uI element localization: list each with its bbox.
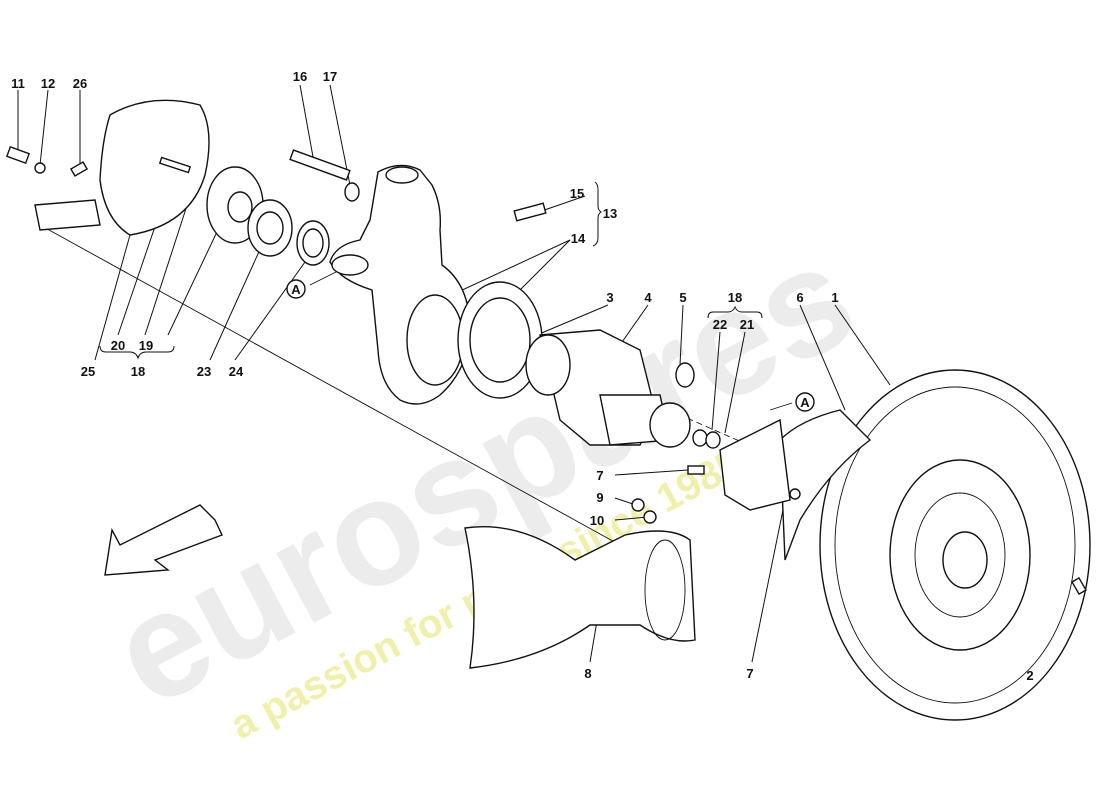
forward-direction-arrow <box>104 504 223 576</box>
section-marker-left-label: A <box>291 282 301 297</box>
section-marker-left: A <box>286 279 306 299</box>
callout-12: 12 <box>41 76 55 91</box>
callout-7-top: 7 <box>596 468 603 483</box>
callout-labels: 11 12 26 16 17 15 13 14 3 4 5 18 22 21 6… <box>11 69 1033 683</box>
section-marker-right-label: A <box>800 395 810 410</box>
callout-4: 4 <box>644 290 652 305</box>
callout-6: 6 <box>796 290 803 305</box>
sensor-ring-group <box>5 99 547 266</box>
callout-25: 25 <box>81 364 95 379</box>
callout-2: 2 <box>1026 668 1033 683</box>
callout-23: 23 <box>197 364 211 379</box>
callout-18-right: 18 <box>728 290 742 305</box>
callout-26: 26 <box>73 76 87 91</box>
callout-8: 8 <box>584 666 591 681</box>
callout-16: 16 <box>293 69 307 84</box>
brake-cooling-duct <box>464 525 696 669</box>
callout-7-bottom: 7 <box>746 666 753 681</box>
hub-carrier <box>329 164 543 405</box>
section-marker-right: A <box>795 392 815 412</box>
drive-flange <box>525 329 721 449</box>
callout-19: 19 <box>139 338 153 353</box>
callout-9: 9 <box>596 490 603 505</box>
callout-15: 15 <box>570 186 584 201</box>
callout-18-left: 18 <box>131 364 145 379</box>
callout-5: 5 <box>679 290 686 305</box>
callout-21: 21 <box>740 317 754 332</box>
callout-24: 24 <box>229 364 244 379</box>
callout-11: 11 <box>11 76 25 91</box>
callout-13: 13 <box>603 206 617 221</box>
brake-disc <box>631 369 1091 721</box>
callout-3: 3 <box>606 290 613 305</box>
callout-1: 1 <box>831 290 838 305</box>
callout-14: 14 <box>571 231 586 246</box>
callout-17: 17 <box>323 69 337 84</box>
callout-10: 10 <box>590 513 604 528</box>
callout-20: 20 <box>111 338 125 353</box>
callout-22: 22 <box>713 317 727 332</box>
